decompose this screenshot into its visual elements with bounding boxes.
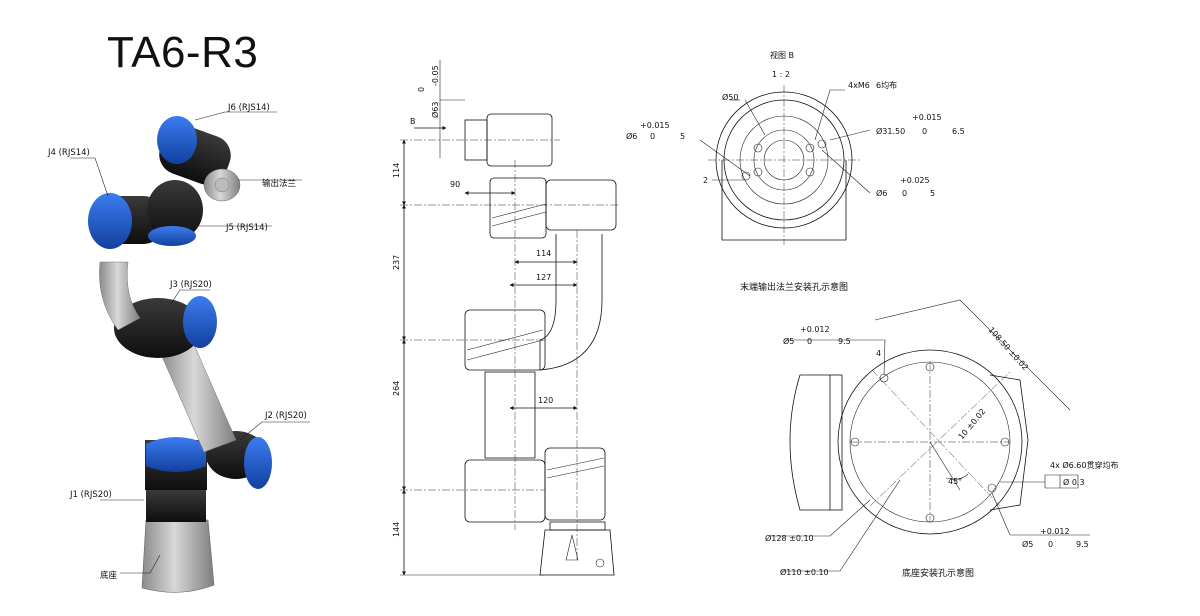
base-d128: Ø128 ±0.10 <box>765 533 814 543</box>
base-pin-bot-tol-upper: +0.012 <box>1040 527 1070 536</box>
pin1-tol-lower: 0 <box>650 132 655 141</box>
robot-labels: J6 (RJS14) J4 (RJS14) 输出法兰 J5 (RJS14) J3… <box>47 103 307 581</box>
base-ten-dim: 10 ±0.02 <box>957 407 988 441</box>
label-flange: 输出法兰 <box>262 178 296 189</box>
base-view-caption: 底座安装孔示意图 <box>902 567 974 579</box>
pin1-depth: 5 <box>680 132 685 141</box>
pin1-dia: Ø6 <box>626 131 637 141</box>
joint-j5-cap <box>148 226 196 246</box>
flange-tol-lower: -0.05 <box>431 65 440 86</box>
base-d110: Ø110 ±0.10 <box>780 567 829 577</box>
side-view-dims: B Ø63 0 -0.05 114 237 264 144 90 114 127… <box>392 65 553 537</box>
side-view-drawing <box>400 60 620 576</box>
label-j4: J4 (RJS14) <box>47 148 90 158</box>
label-j6: J6 (RJS14) <box>227 103 270 113</box>
base-pin-bot-dia: Ø5 <box>1022 539 1033 549</box>
dim-90: 90 <box>450 180 460 189</box>
view-b-caption: 末端输出法兰安装孔示意图 <box>740 281 848 293</box>
d31-depth: 6.5 <box>952 127 965 136</box>
robot-base <box>141 519 215 593</box>
label-j1: J1 (RJS20) <box>69 490 112 500</box>
dim-144: 144 <box>392 522 401 537</box>
pin2-dia: Ø6 <box>876 188 887 198</box>
dim-237: 237 <box>392 255 401 270</box>
view-b-d50: Ø50 <box>722 92 738 102</box>
joint-j6-cap <box>157 116 197 164</box>
dim-127: 127 <box>536 273 551 282</box>
base-pin-top-tol-upper: +0.012 <box>800 325 830 334</box>
view-b-scale: 1 : 2 <box>772 70 790 79</box>
d31-tol-upper: +0.015 <box>912 113 942 122</box>
joint-j2-cap <box>244 437 272 489</box>
label-j5: J5 (RJS14) <box>225 223 268 233</box>
view-arrow-label: B <box>410 117 416 126</box>
dim-114-horizontal: 114 <box>536 249 551 258</box>
pin2-tol-upper: +0.025 <box>900 176 930 185</box>
flange-diameter: Ø63 <box>430 102 440 118</box>
dim-120: 120 <box>538 396 553 405</box>
base-pin-top-depth: 9.5 <box>838 337 851 346</box>
label-j3: J3 (RJS20) <box>169 280 212 290</box>
label-j2: J2 (RJS20) <box>264 411 307 421</box>
base-pos-tol: Ø 0.3 <box>1063 477 1085 487</box>
dim-264: 264 <box>392 381 401 396</box>
view-b-holes-depth: 6均布 <box>876 80 897 90</box>
robot-arm-render <box>70 111 310 593</box>
pin1-tol-upper: +0.015 <box>640 121 670 130</box>
base-diagonal-dim: 108.50 ±0.02 <box>987 325 1031 372</box>
view-b-drawing <box>699 85 871 245</box>
label-base: 底座 <box>100 570 118 581</box>
base-pin-bot-depth: 9.5 <box>1076 540 1089 549</box>
base-view-drawing <box>770 299 1090 572</box>
base-pin-top-tol-lower: 0 <box>807 337 812 346</box>
base-pin-bot-tol-lower: 0 <box>1048 540 1053 549</box>
pin2-depth: 5 <box>930 189 935 198</box>
product-title: TA6-R3 <box>107 28 259 77</box>
pin2-tol-lower: 0 <box>902 189 907 198</box>
joint-j3-cap <box>183 296 217 348</box>
view-b-labels: 视图 B 1 : 2 Ø50 4xM6 6均布 +0.015 Ø6 0 5 +0… <box>626 50 965 293</box>
base-four: 4 <box>876 349 881 358</box>
joint-j1-cap <box>146 437 206 472</box>
joint-j4-cap <box>88 193 132 249</box>
view-b-holes: 4xM6 <box>848 81 870 90</box>
d31-tol-lower: 0 <box>922 127 927 136</box>
base-holes4: 4x Ø6.60贯穿均布 <box>1050 460 1118 470</box>
view-b-title: 视图 B <box>770 50 794 60</box>
dim-114-vertical: 114 <box>392 163 401 178</box>
view-b-two: 2 <box>703 176 708 185</box>
d31-dia: Ø31.50 <box>876 126 905 136</box>
base-angle: 45° <box>948 477 962 486</box>
flange-tol-upper: 0 <box>417 87 426 92</box>
robot-lower-link <box>159 339 237 453</box>
robot-upper-link <box>99 261 141 331</box>
base-pin-top-dia: Ø5 <box>783 336 794 346</box>
